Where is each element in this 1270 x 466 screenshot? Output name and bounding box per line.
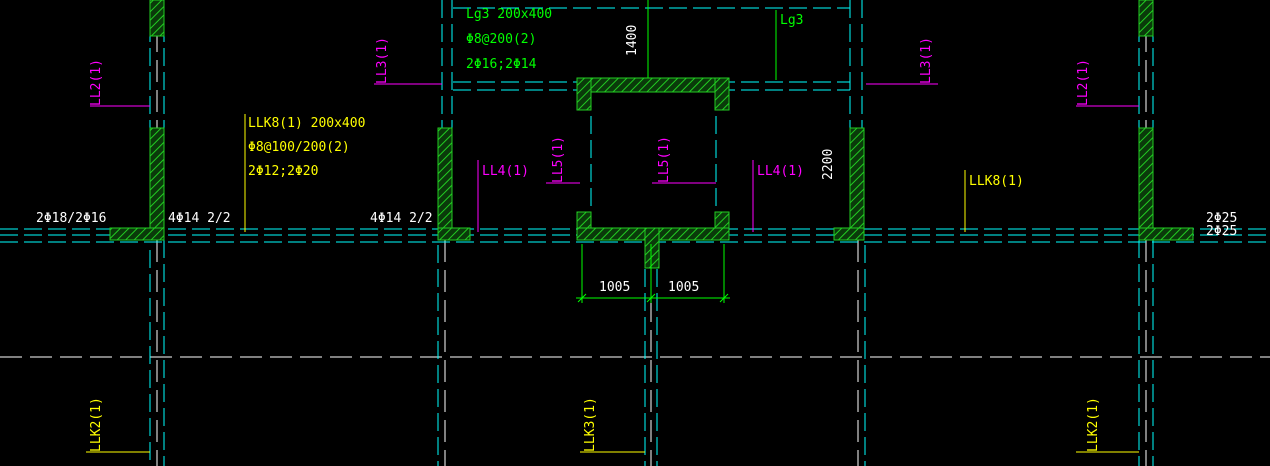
ll5-left-label: LL5(1) xyxy=(551,136,566,183)
rebar-right-top-label: 2Φ25 xyxy=(1206,211,1237,226)
lg3-bars-label: 2Φ16;2Φ14 xyxy=(466,57,537,72)
ll4-right-label: LL4(1) xyxy=(757,164,804,179)
annotation-text: Lg3 200x400 Φ8@200(2) 2Φ16;2Φ14 Lg3 1400… xyxy=(36,7,1237,452)
llk2-left-label: LLK2(1) xyxy=(89,397,104,452)
ll2-right-label: LL2(1) xyxy=(1076,59,1091,106)
llk8-spec-label: LLK8(1) 200x400 xyxy=(248,116,365,131)
lg3-stirrup-label: Φ8@200(2) xyxy=(466,32,536,47)
lg3-tag-label: Lg3 xyxy=(780,13,803,28)
rebar-left-label: 2Φ18/2Φ16 xyxy=(36,211,106,226)
hatched-walls xyxy=(109,0,1194,269)
rebar-4-14-b-label: 4Φ14 2/2 xyxy=(370,211,433,226)
ll4-left-label: LL4(1) xyxy=(482,164,529,179)
llk8-bars-label: 2Φ12;2Φ20 xyxy=(248,164,318,179)
llk3-mid-label: LLK3(1) xyxy=(583,397,598,452)
rebar-right-bottom-label: 2Φ25 xyxy=(1206,224,1237,239)
dimension-1005-left-label: 1005 xyxy=(599,280,630,295)
dimension-2200-label: 2200 xyxy=(821,149,836,180)
dimension-lines xyxy=(576,0,777,303)
ll3-right-label: LL3(1) xyxy=(919,37,934,84)
dimension-1005-right-label: 1005 xyxy=(668,280,699,295)
leader-lines xyxy=(86,83,1139,453)
lg3-spec-label: Lg3 200x400 xyxy=(466,7,552,22)
llk8-right-label: LLK8(1) xyxy=(969,174,1024,189)
ll2-left-label: LL2(1) xyxy=(89,59,104,106)
llk8-stirrup-label: Φ8@100/200(2) xyxy=(248,140,350,155)
rebar-4-14-a-label: 4Φ14 2/2 xyxy=(168,211,231,226)
ll3-left-label: LL3(1) xyxy=(375,37,390,84)
dimension-1400-label: 1400 xyxy=(625,25,640,56)
llk2-right-label: LLK2(1) xyxy=(1086,397,1101,452)
ll5-center-label: LL5(1) xyxy=(657,136,672,183)
